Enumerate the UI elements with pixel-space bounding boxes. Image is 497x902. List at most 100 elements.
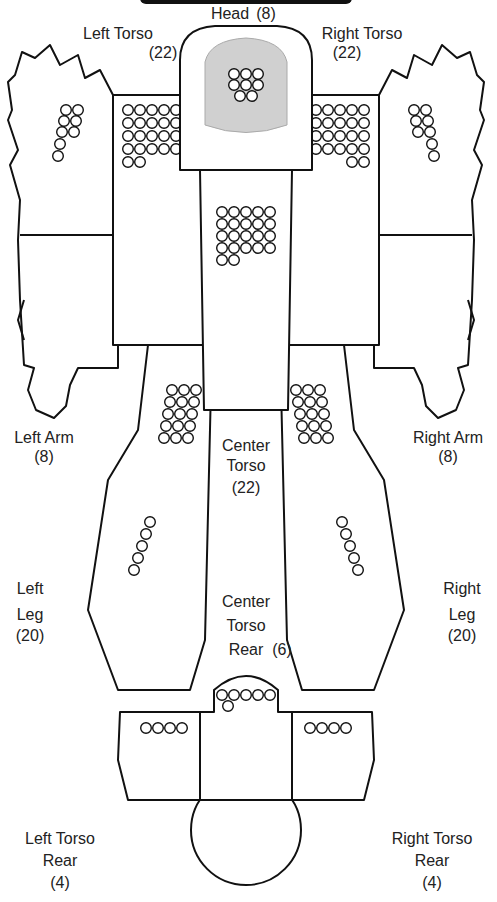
leg-outline bbox=[88, 345, 212, 690]
armor-pip bbox=[241, 219, 252, 230]
head-visor bbox=[205, 38, 287, 133]
armor-pip bbox=[159, 144, 170, 155]
armor-pip bbox=[161, 421, 172, 432]
rear-center-outline bbox=[200, 676, 292, 800]
armor-pip bbox=[55, 139, 66, 150]
armor-pip bbox=[69, 127, 80, 138]
armor-pip bbox=[145, 517, 156, 528]
armor-pip bbox=[189, 397, 200, 408]
armor-pip bbox=[229, 231, 240, 242]
armor-pip bbox=[177, 723, 188, 734]
armor-pip bbox=[253, 243, 264, 254]
armor-pip bbox=[265, 219, 276, 230]
armor-pip bbox=[147, 118, 158, 129]
armor-pip bbox=[159, 105, 170, 116]
armor-pip bbox=[229, 219, 240, 230]
armor-pip bbox=[241, 690, 252, 701]
armor-pip bbox=[229, 207, 240, 218]
armor-pip bbox=[241, 80, 252, 91]
armor-pip bbox=[53, 151, 64, 162]
armor-pip bbox=[135, 105, 146, 116]
part-label: Center Torso bbox=[207, 436, 285, 476]
armor-pip bbox=[171, 433, 182, 444]
armor-pip bbox=[159, 118, 170, 129]
armor-pip bbox=[73, 105, 84, 116]
rear-wing-outline bbox=[118, 712, 200, 800]
armor-pip bbox=[71, 116, 82, 127]
armor-value: (22) bbox=[322, 43, 372, 63]
armor-pip bbox=[59, 116, 70, 127]
armor-pip bbox=[135, 118, 146, 129]
armor-pip bbox=[57, 127, 68, 138]
armor-pip bbox=[229, 255, 240, 266]
armor-pip bbox=[235, 91, 246, 102]
armor-pip bbox=[253, 69, 264, 80]
part-label: Right Torso bbox=[312, 24, 412, 44]
armor-pip bbox=[229, 243, 240, 254]
center-torso-outline bbox=[200, 170, 292, 410]
armor-pip bbox=[173, 421, 184, 432]
armor-value: (8) bbox=[24, 447, 64, 467]
part-label: Left Leg bbox=[2, 576, 58, 628]
armor-pip bbox=[133, 553, 144, 564]
armor-pip bbox=[147, 105, 158, 116]
armor-pip bbox=[241, 243, 252, 254]
armor-pip bbox=[141, 723, 152, 734]
armor-pip bbox=[217, 219, 228, 230]
armor-value: (22) bbox=[138, 43, 188, 63]
armor-pip bbox=[147, 131, 158, 142]
armor-value: (20) bbox=[437, 626, 487, 646]
armor-pip bbox=[177, 397, 188, 408]
armor-pip bbox=[265, 243, 276, 254]
armor-pip bbox=[247, 91, 258, 102]
part-label: Left Torso bbox=[68, 24, 168, 44]
armor-pip bbox=[229, 690, 240, 701]
armor-pip bbox=[167, 385, 178, 396]
armor-pip bbox=[253, 80, 264, 91]
armor-pip bbox=[217, 231, 228, 242]
armor-pip bbox=[185, 421, 196, 432]
armor-pip bbox=[229, 80, 240, 91]
armor-pip bbox=[217, 207, 228, 218]
armor-pip bbox=[191, 385, 202, 396]
armor-pip bbox=[137, 541, 148, 552]
armor-pip bbox=[183, 433, 194, 444]
armor-pip bbox=[159, 131, 170, 142]
part-label: Head bbox=[205, 4, 255, 24]
armor-value: (6) bbox=[267, 638, 297, 662]
armor-pip bbox=[147, 144, 158, 155]
armor-pip bbox=[135, 131, 146, 142]
armor-pip bbox=[265, 231, 276, 242]
armor-pip bbox=[123, 144, 134, 155]
armor-pip bbox=[253, 231, 264, 242]
head-outline bbox=[180, 26, 312, 170]
armor-value: (22) bbox=[221, 478, 271, 498]
armor-pip bbox=[223, 701, 234, 712]
armor-value: (20) bbox=[5, 626, 55, 646]
armor-value: (8) bbox=[428, 447, 468, 467]
part-label: Right Torso Rear bbox=[386, 828, 478, 872]
armor-pip bbox=[229, 69, 240, 80]
armor-pip bbox=[265, 207, 276, 218]
part-label: Left Arm bbox=[4, 428, 84, 448]
armor-pip bbox=[159, 433, 170, 444]
armor-pip bbox=[135, 157, 146, 168]
arm-detail bbox=[18, 235, 118, 340]
armor-pip bbox=[123, 118, 134, 129]
part-label: Right Leg bbox=[432, 576, 492, 628]
armor-value: (8) bbox=[251, 4, 281, 24]
armor-pip bbox=[175, 409, 186, 420]
armor-pip bbox=[241, 207, 252, 218]
armor-value: (4) bbox=[412, 873, 452, 893]
armor-value: (4) bbox=[40, 873, 80, 893]
armor-pip bbox=[217, 255, 228, 266]
armor-pip bbox=[123, 131, 134, 142]
armor-pip bbox=[217, 690, 228, 701]
armor-pip bbox=[141, 529, 152, 540]
armor-pip bbox=[265, 690, 276, 701]
armor-pip bbox=[241, 231, 252, 242]
armor-pip bbox=[61, 105, 72, 116]
armor-pip bbox=[187, 409, 198, 420]
header-bar bbox=[140, 0, 352, 4]
part-label: Left Torso Rear bbox=[18, 828, 102, 872]
